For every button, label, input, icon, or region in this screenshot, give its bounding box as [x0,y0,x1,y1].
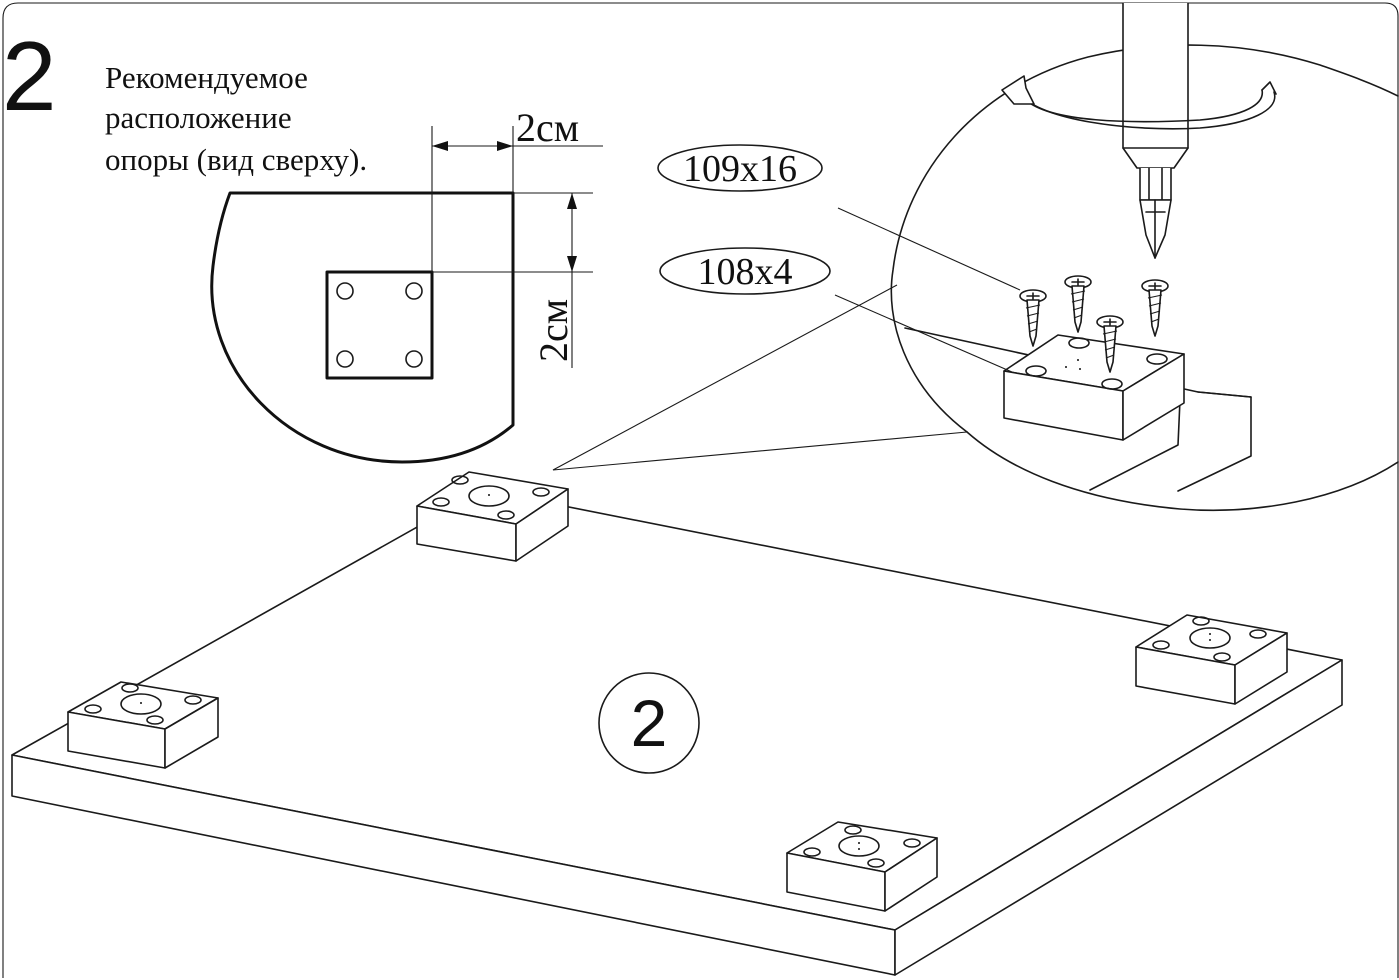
support-block [68,682,218,768]
part-label-support: 108x4 [660,248,1012,372]
support-block [417,472,568,561]
board-side-face [895,660,1342,975]
panel-number-circle [599,673,699,773]
plate-hole [337,283,353,299]
leader-line [838,208,1020,290]
leader-line [835,295,1012,372]
top-view-outline [212,193,513,462]
screwdriver-icon [1123,3,1188,258]
dim-arrow [497,141,513,151]
rotation-arrow-icon [1002,76,1276,129]
dim-arrow [567,193,577,209]
step-number: 2 [2,21,57,131]
plate-hole [406,351,422,367]
support-block [787,822,937,911]
screw-icon [1020,290,1046,346]
dim-arrow [432,141,448,151]
note-line-2: расположение [105,100,292,135]
support-plate-top-view [327,272,432,378]
board-panel [12,490,1342,975]
zoom-detail [553,3,1398,510]
dim-label-horizontal: 2см [516,105,579,150]
zoom-callout-lines [553,285,967,470]
plate-hole [337,351,353,367]
note-line-3: опоры (вид сверху). [105,142,367,177]
dim-label-vertical: 2см [531,299,576,362]
screw-icon [1065,276,1091,332]
support-block [1136,615,1287,704]
page-frame [3,3,1398,978]
screw-code-label: 109x16 [683,148,797,190]
screw-icon [1097,316,1123,372]
plate-hole [406,283,422,299]
dim-arrow [567,256,577,272]
top-view-inset: 2см 2см [212,105,603,462]
support-code-label: 108x4 [698,251,793,293]
zoom-circle [967,432,1398,510]
note-line-1: Рекомендуемое [105,60,308,95]
part-label-screw: 109x16 [658,145,1020,290]
panel-number: 2 [631,686,668,760]
zoom-circle [891,45,1398,432]
screw-icon [1142,280,1168,336]
